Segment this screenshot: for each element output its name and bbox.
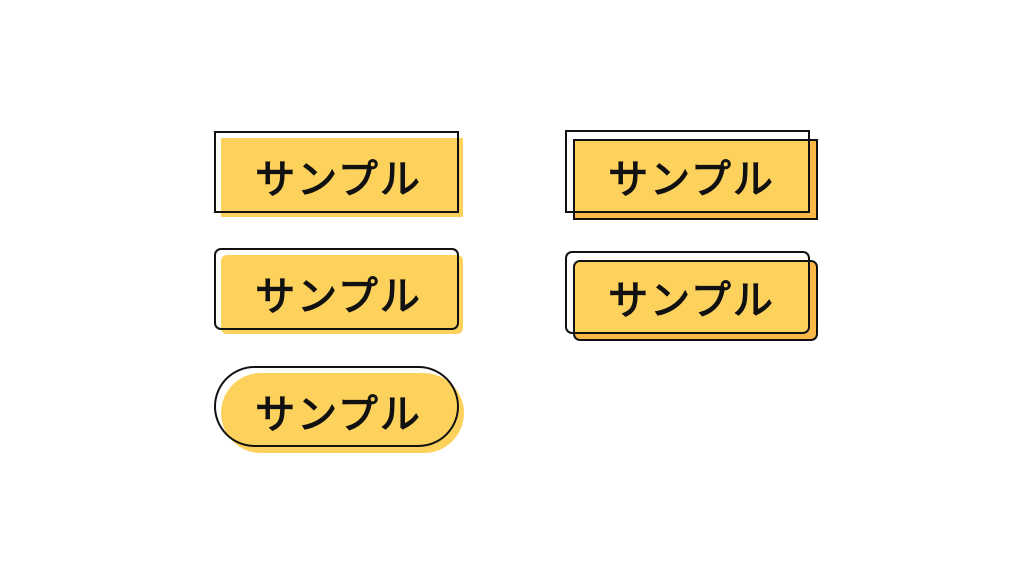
button-outline xyxy=(565,251,810,334)
button-label: サンプル xyxy=(608,278,775,324)
button-label: サンプル xyxy=(255,273,422,320)
button-label: サンプル xyxy=(255,391,422,438)
sample-button-offset-square[interactable]: サンプル xyxy=(214,131,464,218)
sample-button-stacked-square[interactable]: サンプル xyxy=(565,130,818,220)
sample-button-stacked-rounded[interactable]: サンプル xyxy=(565,251,818,341)
button-fill xyxy=(221,138,463,217)
button-outline xyxy=(214,131,459,213)
button-fill xyxy=(221,255,463,334)
button-fill xyxy=(575,141,810,213)
sample-button-offset-rounded[interactable]: サンプル xyxy=(214,248,464,335)
button-outline xyxy=(214,248,459,330)
button-outline xyxy=(214,366,459,447)
button-fill xyxy=(575,262,810,334)
button-label: サンプル xyxy=(608,157,775,203)
button-outline xyxy=(565,130,810,213)
button-label: サンプル xyxy=(255,156,422,203)
sample-button-offset-pill[interactable]: サンプル xyxy=(214,366,466,454)
